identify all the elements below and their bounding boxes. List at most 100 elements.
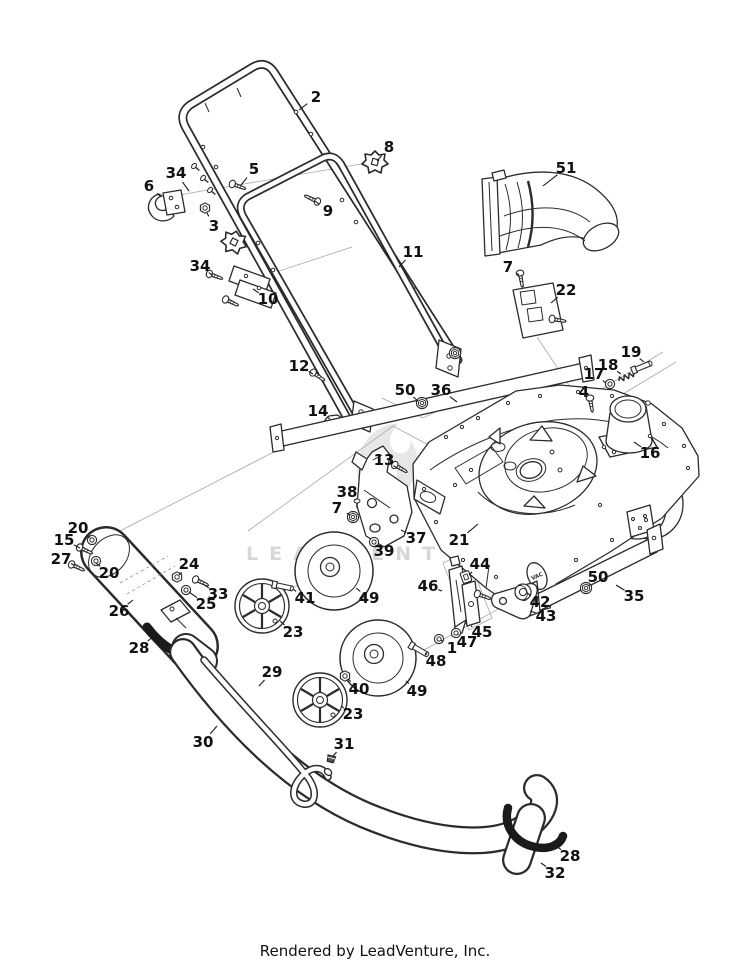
callout-part-11[interactable]: 11 — [403, 243, 424, 261]
leader-line-32 — [540, 862, 547, 868]
part-25-washer-glyph — [180, 584, 192, 596]
leader-line-10 — [252, 288, 260, 294]
leader-line-7 — [346, 512, 351, 516]
callout-part-26[interactable]: 26 — [109, 602, 130, 620]
callout-part-17[interactable]: 17 — [584, 365, 605, 383]
leader-line-2 — [298, 103, 308, 111]
leader-line-44 — [468, 571, 473, 576]
callout-part-47[interactable]: 47 — [457, 633, 478, 651]
callout-part-44[interactable]: 44 — [470, 555, 491, 573]
part-6-handle-clamp — [147, 189, 186, 222]
callout-part-9[interactable]: 9 — [323, 202, 333, 220]
callout-part-49[interactable]: 49 — [359, 589, 380, 607]
callout-part-50[interactable]: 50 — [588, 568, 609, 586]
callout-part-6[interactable]: 6 — [144, 177, 154, 195]
leader-line-19 — [639, 358, 645, 363]
callout-part-48[interactable]: 48 — [426, 652, 447, 670]
part-49-wheel-front — [294, 531, 374, 611]
part-22-mount-plate — [512, 282, 564, 339]
callout-part-21[interactable]: 21 — [449, 531, 470, 549]
leader-line-28 — [555, 845, 562, 851]
callout-part-25[interactable]: 25 — [196, 595, 217, 613]
callout-part-46[interactable]: 46 — [418, 577, 439, 595]
leader-line-13 — [393, 465, 398, 469]
leader-line-12 — [308, 370, 314, 375]
callout-part-34[interactable]: 34 — [166, 164, 187, 182]
leader-line-34 — [181, 181, 190, 192]
callout-part-18[interactable]: 18 — [598, 356, 619, 374]
callout-part-1[interactable]: 1 — [447, 639, 457, 657]
leader-line-31 — [332, 751, 337, 757]
leader-line-25 — [188, 591, 198, 599]
callout-part-7[interactable]: 7 — [503, 258, 513, 276]
callout-part-2[interactable]: 2 — [311, 88, 321, 106]
leader-line-9 — [314, 200, 320, 205]
callout-part-27[interactable]: 27 — [51, 550, 72, 568]
leader-line-51 — [542, 174, 558, 187]
leader-line-21 — [467, 523, 479, 534]
callout-part-37[interactable]: 37 — [406, 529, 427, 547]
leader-line-46 — [438, 589, 443, 592]
part-32-chute-end — [502, 803, 568, 875]
leader-line-6 — [156, 192, 161, 197]
leader-line-49 — [355, 587, 361, 592]
callout-part-23[interactable]: 23 — [343, 705, 364, 723]
callout-part-42[interactable]: 42 — [530, 593, 551, 611]
callout-part-28[interactable]: 28 — [129, 639, 150, 657]
callout-part-36[interactable]: 36 — [431, 381, 452, 399]
callout-part-50[interactable]: 50 — [395, 381, 416, 399]
callout-part-29[interactable]: 29 — [262, 663, 283, 681]
callout-part-40[interactable]: 40 — [349, 680, 370, 698]
callout-part-28[interactable]: 28 — [560, 847, 581, 865]
leader-line-47 — [457, 633, 460, 636]
leader-line-33 — [202, 583, 210, 589]
callout-part-13[interactable]: 13 — [374, 451, 395, 469]
callout-part-31[interactable]: 31 — [334, 735, 355, 753]
callout-part-10[interactable]: 10 — [258, 290, 279, 308]
leader-line-36 — [449, 396, 458, 403]
callout-part-35[interactable]: 35 — [624, 587, 645, 605]
callout-part-5[interactable]: 5 — [249, 160, 259, 178]
callout-part-39[interactable]: 39 — [374, 542, 395, 560]
leader-line-30 — [209, 725, 218, 735]
leader-line-7 — [516, 273, 520, 276]
callout-part-32[interactable]: 32 — [545, 864, 566, 882]
callout-part-24[interactable]: 24 — [179, 555, 200, 573]
part-10-screw-glyph — [220, 294, 241, 310]
part-19-bolt-glyph — [630, 359, 654, 375]
callout-part-45[interactable]: 45 — [472, 623, 493, 641]
callout-part-43[interactable]: 43 — [536, 607, 557, 625]
callout-part-16[interactable]: 16 — [640, 444, 661, 462]
leader-line-22 — [550, 296, 559, 304]
callout-part-20[interactable]: 20 — [99, 564, 120, 582]
callout-part-15[interactable]: 15 — [54, 531, 75, 549]
leader-line-27 — [70, 563, 75, 566]
callout-part-51[interactable]: 51 — [556, 159, 577, 177]
callout-part-3[interactable]: 3 — [209, 217, 219, 235]
callout-part-33[interactable]: 33 — [208, 585, 229, 603]
leader-line-40 — [347, 678, 352, 683]
callout-part-7[interactable]: 7 — [332, 499, 342, 517]
callout-part-49[interactable]: 49 — [407, 682, 428, 700]
callout-part-41[interactable]: 41 — [295, 589, 316, 607]
callout-part-38[interactable]: 38 — [337, 483, 358, 501]
leader-line-45 — [470, 625, 473, 628]
callout-part-12[interactable]: 12 — [289, 357, 310, 375]
callout-part-30[interactable]: 30 — [193, 733, 214, 751]
callout-part-4[interactable]: 4 — [579, 383, 589, 401]
leader-line-11 — [398, 259, 406, 268]
svg-text:VAC: VAC — [531, 572, 545, 582]
callout-part-14[interactable]: 14 — [308, 402, 329, 420]
part-34-pin-glyph — [189, 161, 202, 174]
callout-part-20[interactable]: 20 — [68, 519, 89, 537]
callout-part-34[interactable]: 34 — [190, 257, 211, 275]
callout-part-19[interactable]: 19 — [621, 343, 642, 361]
part-50-flange-nut-glyph — [448, 346, 462, 360]
callout-part-22[interactable]: 22 — [556, 281, 577, 299]
leader-line-8 — [376, 154, 383, 162]
callout-part-8[interactable]: 8 — [384, 138, 394, 156]
leader-line-17 — [602, 380, 607, 384]
callout-part-23[interactable]: 23 — [283, 623, 304, 641]
